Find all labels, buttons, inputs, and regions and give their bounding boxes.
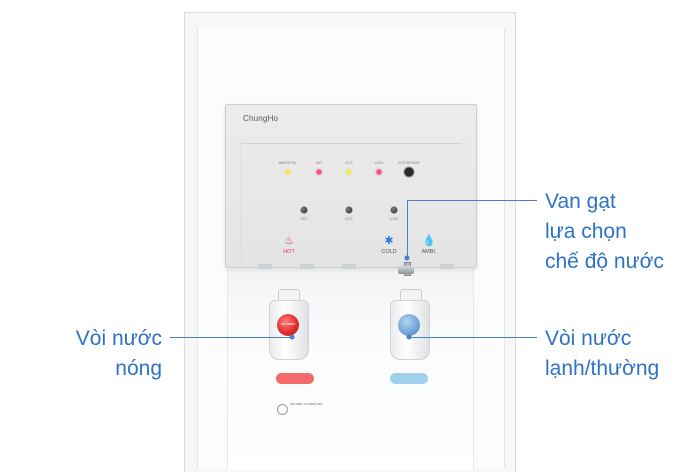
indicator-label-eco: ECO	[345, 161, 353, 165]
lever-callout-dot	[404, 255, 410, 261]
panel-face	[241, 143, 462, 262]
hot-cap-text: hot water	[280, 322, 296, 326]
child-lock-icon	[277, 404, 288, 415]
lock-button[interactable]	[390, 206, 398, 214]
mode-label-hot: HOT	[283, 249, 295, 255]
hot-water-icon: ♨	[284, 235, 294, 247]
mode-label-ambient: AMBI.	[421, 249, 437, 255]
mode-label-cold: COLD	[381, 249, 397, 255]
cold-tap-callout-line1: Vòi nước	[545, 327, 632, 350]
dispensing-recess	[227, 270, 474, 470]
mode-lever[interactable]	[398, 266, 414, 274]
lock-note: hot water to safety lock	[290, 402, 323, 406]
water-fill-led	[285, 169, 291, 175]
lever-callout-line-vertical	[407, 200, 408, 258]
hot-tap-callout: Vòi nước nóng	[60, 324, 162, 384]
cold-drip-tray	[390, 373, 428, 384]
indicator-label-hot: HOT	[315, 161, 323, 165]
hot-drip-tray	[276, 373, 314, 384]
water-drop-icon: 💧	[422, 235, 436, 247]
lock-led	[376, 169, 382, 175]
indicator-label-eco-sensor: ECO SENSOR	[398, 161, 420, 165]
indicator-label-water-fill: WATER FILL	[278, 161, 298, 165]
brand-logo: ChungHo	[243, 114, 279, 123]
cold-faucet-cap[interactable]	[398, 314, 420, 336]
eco-button-label: ECO	[345, 217, 353, 221]
snowflake-icon: ✱	[384, 235, 394, 247]
eco-sensor	[403, 166, 415, 178]
lever-callout-line3: chế độ nước	[545, 250, 664, 273]
eco-button[interactable]	[345, 206, 353, 214]
lever-callout-line1: Van gạt	[545, 190, 616, 213]
lock-button-label: LOCK	[389, 217, 399, 221]
eco-led	[346, 169, 352, 175]
hot-tap-callout-line	[170, 337, 292, 338]
hot-button-label: HOT	[300, 217, 308, 221]
cold-tap-callout-line	[409, 337, 537, 338]
indicator-label-lock: LOCK	[374, 161, 384, 165]
hot-safety-cap[interactable]: hot water	[277, 314, 299, 336]
cold-tap-callout: Vòi nước lạnh/thường	[545, 324, 659, 384]
hot-button[interactable]	[300, 206, 308, 214]
hot-led	[316, 169, 322, 175]
cold-tap-callout-line2: lạnh/thường	[545, 357, 660, 380]
lever-callout: Van gạt lựa chọn chế độ nước	[545, 187, 664, 277]
hot-tap-callout-line2: nóng	[115, 357, 162, 380]
lever-callout-line2: lựa chọn	[545, 220, 627, 243]
hot-tap-callout-line1: Vòi nước	[75, 327, 162, 350]
control-panel: ChungHo WATER FILL HOT ECO LOCK ECO SENS…	[225, 104, 477, 268]
hot-tap-callout-dot	[289, 334, 295, 340]
lever-callout-line	[407, 200, 537, 201]
